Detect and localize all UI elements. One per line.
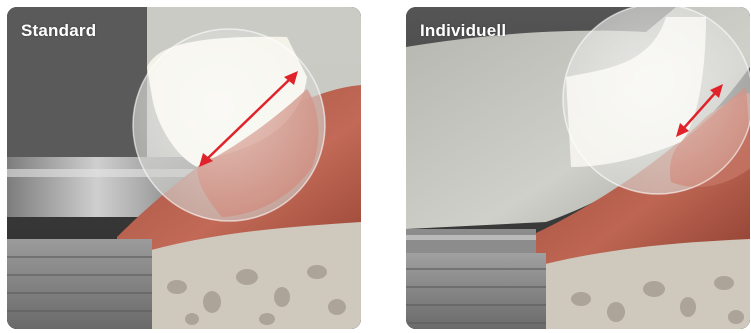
panel-label-standard: Standard	[21, 21, 96, 41]
standard-illustration	[7, 7, 361, 329]
magnifier-lens	[563, 7, 750, 194]
panel-individuell: Individuell	[406, 7, 750, 329]
panel-label-individuell: Individuell	[420, 21, 506, 41]
panel-standard: Standard	[7, 7, 361, 329]
individual-illustration	[406, 7, 750, 329]
magnifier-lens	[133, 29, 325, 221]
